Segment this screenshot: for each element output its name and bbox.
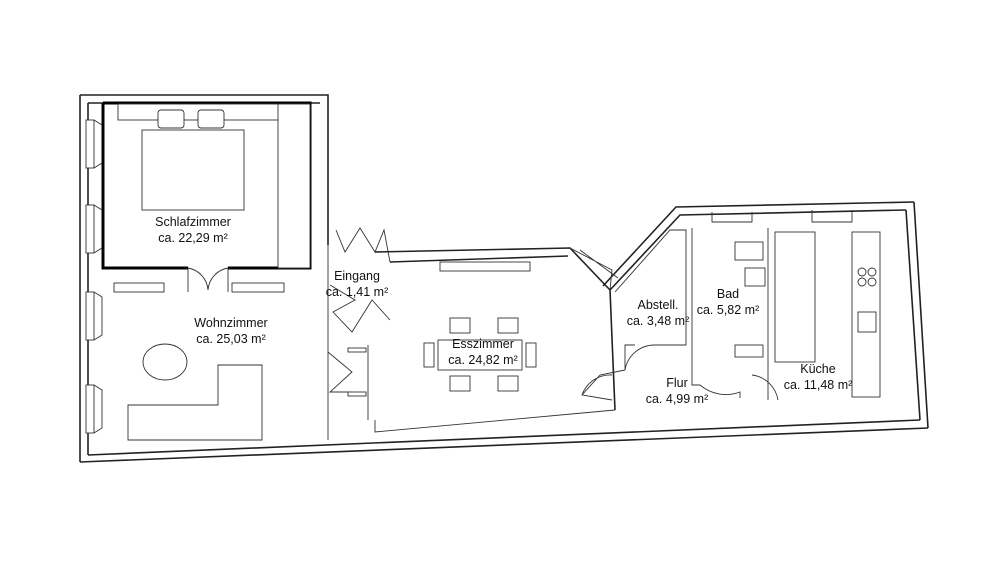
dining-room bbox=[374, 247, 619, 433]
room-name-wohnzimmer: Wohnzimmer bbox=[194, 316, 267, 330]
room-area-eingang: ca. 1,41 m² bbox=[326, 285, 389, 299]
room-area-kueche: ca. 11,48 m² bbox=[784, 378, 853, 392]
bedroom bbox=[101, 101, 312, 292]
room-area-bad: ca. 5,82 m² bbox=[697, 303, 760, 317]
room-name-abstell: Abstell. bbox=[638, 298, 679, 312]
room-name-esszimmer: Esszimmer bbox=[452, 337, 514, 351]
room-name-flur: Flur bbox=[666, 376, 688, 390]
room-name-kueche: Küche bbox=[800, 362, 835, 376]
room-name-schlafzimmer: Schlafzimmer bbox=[155, 215, 231, 229]
service-rooms bbox=[581, 210, 881, 411]
room-labels: Schlafzimmer ca. 22,29 m² Wohnzimmer ca.… bbox=[155, 215, 852, 406]
room-area-flur: ca. 4,99 m² bbox=[646, 392, 709, 406]
room-area-wohnzimmer: ca. 25,03 m² bbox=[196, 332, 265, 346]
room-area-schlafzimmer: ca. 22,29 m² bbox=[158, 231, 227, 245]
living-room bbox=[113, 245, 329, 441]
room-name-bad: Bad bbox=[717, 287, 739, 301]
room-area-esszimmer: ca. 24,82 m² bbox=[448, 353, 517, 367]
room-area-abstell: ca. 3,48 m² bbox=[627, 314, 690, 328]
entrance bbox=[327, 227, 391, 420]
windows-left bbox=[85, 119, 103, 434]
room-name-eingang: Eingang bbox=[334, 269, 380, 283]
